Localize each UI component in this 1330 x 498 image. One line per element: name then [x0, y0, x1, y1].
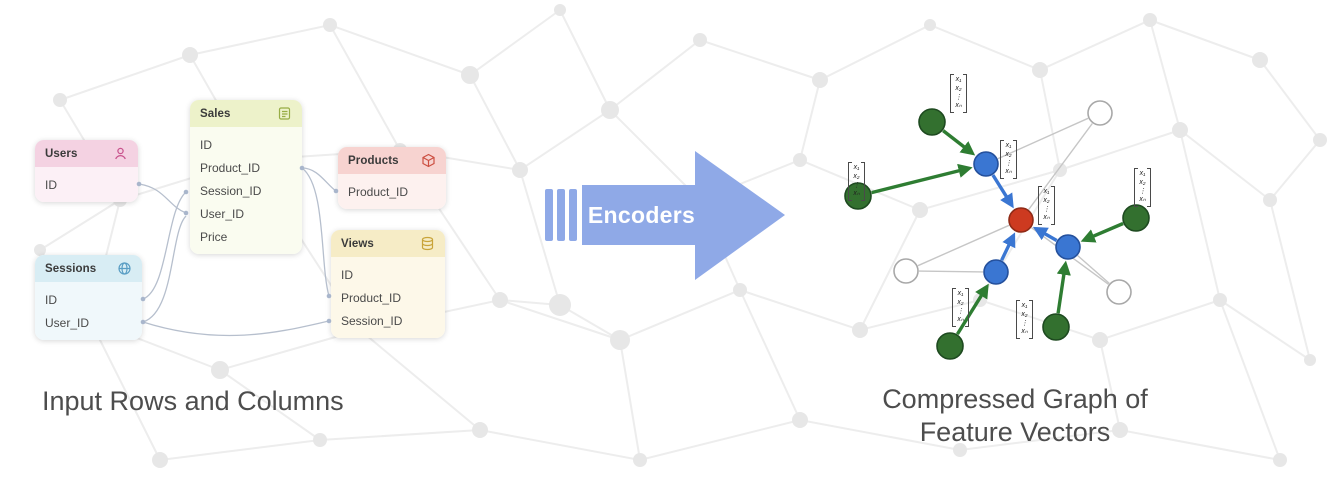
table-connection-line [301, 167, 330, 297]
table-connection-line [301, 167, 337, 192]
table-sessions: Sessions ID User_ID [35, 255, 142, 340]
table-products-title: Products [348, 154, 399, 167]
table-field: User_ID [200, 206, 245, 221]
table-sales-body: ID Product_ID Session_ID User_ID Price [190, 127, 302, 254]
arrow-stripe [557, 189, 565, 241]
table-views-body: ID Product_ID Session_ID [331, 257, 445, 338]
globe-icon [118, 262, 131, 275]
table-sessions-body: ID User_ID [35, 282, 142, 340]
table-sessions-title: Sessions [45, 262, 97, 275]
table-users-title: Users [45, 147, 78, 160]
table-field: Session_ID [341, 313, 403, 328]
arrow-stripe [569, 189, 577, 241]
left-caption: Input Rows and Columns [42, 386, 344, 416]
table-products: Products Product_ID [338, 147, 446, 209]
table-field: User_ID [45, 315, 90, 330]
list-icon [278, 107, 291, 120]
table-field: Product_ID [341, 290, 402, 305]
person-icon [115, 147, 126, 160]
table-sessions-header: Sessions [35, 255, 142, 282]
table-connection-line [142, 191, 187, 300]
table-views-header: Views [331, 230, 445, 257]
table-views-title: Views [341, 237, 374, 250]
table-field: Product_ID [200, 160, 261, 175]
table-products-header: Products [338, 147, 446, 174]
table-connection-line [142, 320, 330, 337]
database-icon [421, 236, 434, 251]
table-field: Product_ID [348, 184, 409, 199]
table-field: Session_ID [200, 183, 262, 198]
table-products-body: Product_ID [338, 174, 446, 209]
right-caption: Compressed Graph of Feature Vectors [845, 383, 1185, 449]
table-field: ID [45, 177, 57, 192]
table-views: Views ID Product_ID Session_ID [331, 230, 445, 338]
right-caption-line2: Feature Vectors [919, 416, 1111, 447]
table-connection-line [142, 215, 187, 323]
cube-icon [422, 153, 435, 168]
encoder-arrow: Encoders [540, 143, 800, 288]
table-users: Users ID [35, 140, 138, 202]
table-sales-header: Sales [190, 100, 302, 127]
table-connection-line [138, 183, 187, 214]
table-field: ID [45, 292, 57, 307]
table-field: ID [200, 137, 212, 152]
table-sales: Sales ID Product_ID Session_ID User_ID P… [190, 100, 302, 254]
table-users-header: Users [35, 140, 138, 167]
encoder-arrow-label: Encoders [587, 202, 696, 228]
table-field: Price [200, 229, 228, 244]
table-field: ID [341, 267, 353, 282]
right-caption-line1: Compressed Graph of [882, 384, 1148, 414]
table-users-body: ID [35, 167, 138, 202]
arrow-stripe [545, 189, 553, 241]
table-sales-title: Sales [200, 107, 231, 120]
